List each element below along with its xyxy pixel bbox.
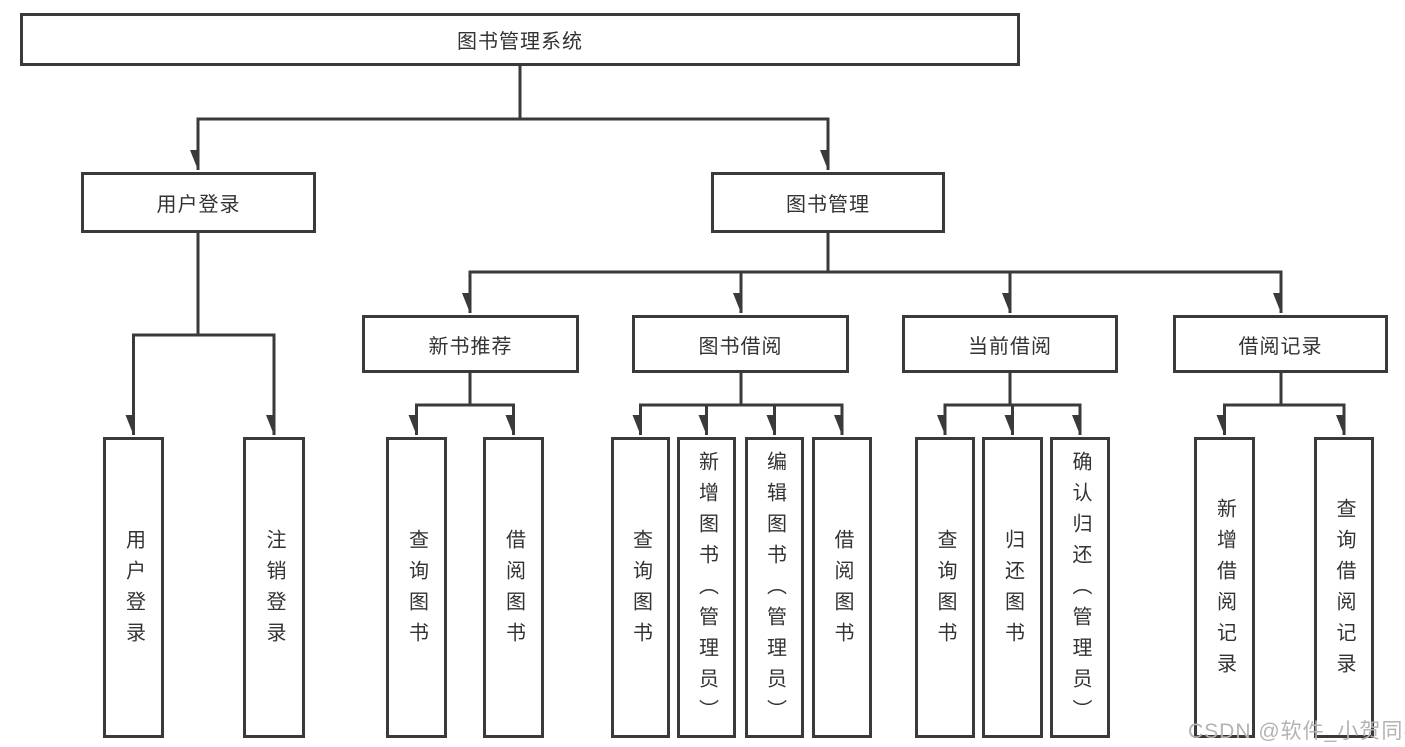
leaf-edit-books-admin: 编辑图书（管理员） bbox=[745, 437, 804, 738]
leaf-confirm-return-admin: 确认归还（管理员） bbox=[1050, 437, 1110, 738]
leaf-query-books-current: 查询图书 bbox=[915, 437, 975, 738]
node-current-borrow: 当前借阅 bbox=[902, 315, 1118, 373]
leaf-add-borrow-record: 新增借阅记录 bbox=[1194, 437, 1255, 738]
leaf-add-books-admin: 新增图书（管理员） bbox=[677, 437, 736, 738]
leaf-user-login: 用户登录 bbox=[103, 437, 164, 738]
csdn-watermark: CSDN @软件_小贺同学 bbox=[1188, 720, 1405, 743]
node-book-borrow: 图书借阅 bbox=[632, 315, 849, 373]
leaf-return-books: 归还图书 bbox=[982, 437, 1043, 738]
leaf-query-borrow-record: 查询借阅记录 bbox=[1314, 437, 1374, 738]
node-new-book-recommend: 新书推荐 bbox=[362, 315, 579, 373]
leaf-query-books-borrow: 查询图书 bbox=[611, 437, 670, 738]
leaf-query-books-recommend: 查询图书 bbox=[386, 437, 447, 738]
node-borrow-records: 借阅记录 bbox=[1173, 315, 1388, 373]
leaf-borrow-books: 借阅图书 bbox=[812, 437, 872, 738]
node-user-login: 用户登录 bbox=[81, 172, 316, 233]
node-library-management-system: 图书管理系统 bbox=[20, 13, 1020, 66]
node-book-management: 图书管理 bbox=[711, 172, 945, 233]
leaf-borrow-books-recommend: 借阅图书 bbox=[483, 437, 544, 738]
leaf-logout: 注销登录 bbox=[243, 437, 305, 738]
